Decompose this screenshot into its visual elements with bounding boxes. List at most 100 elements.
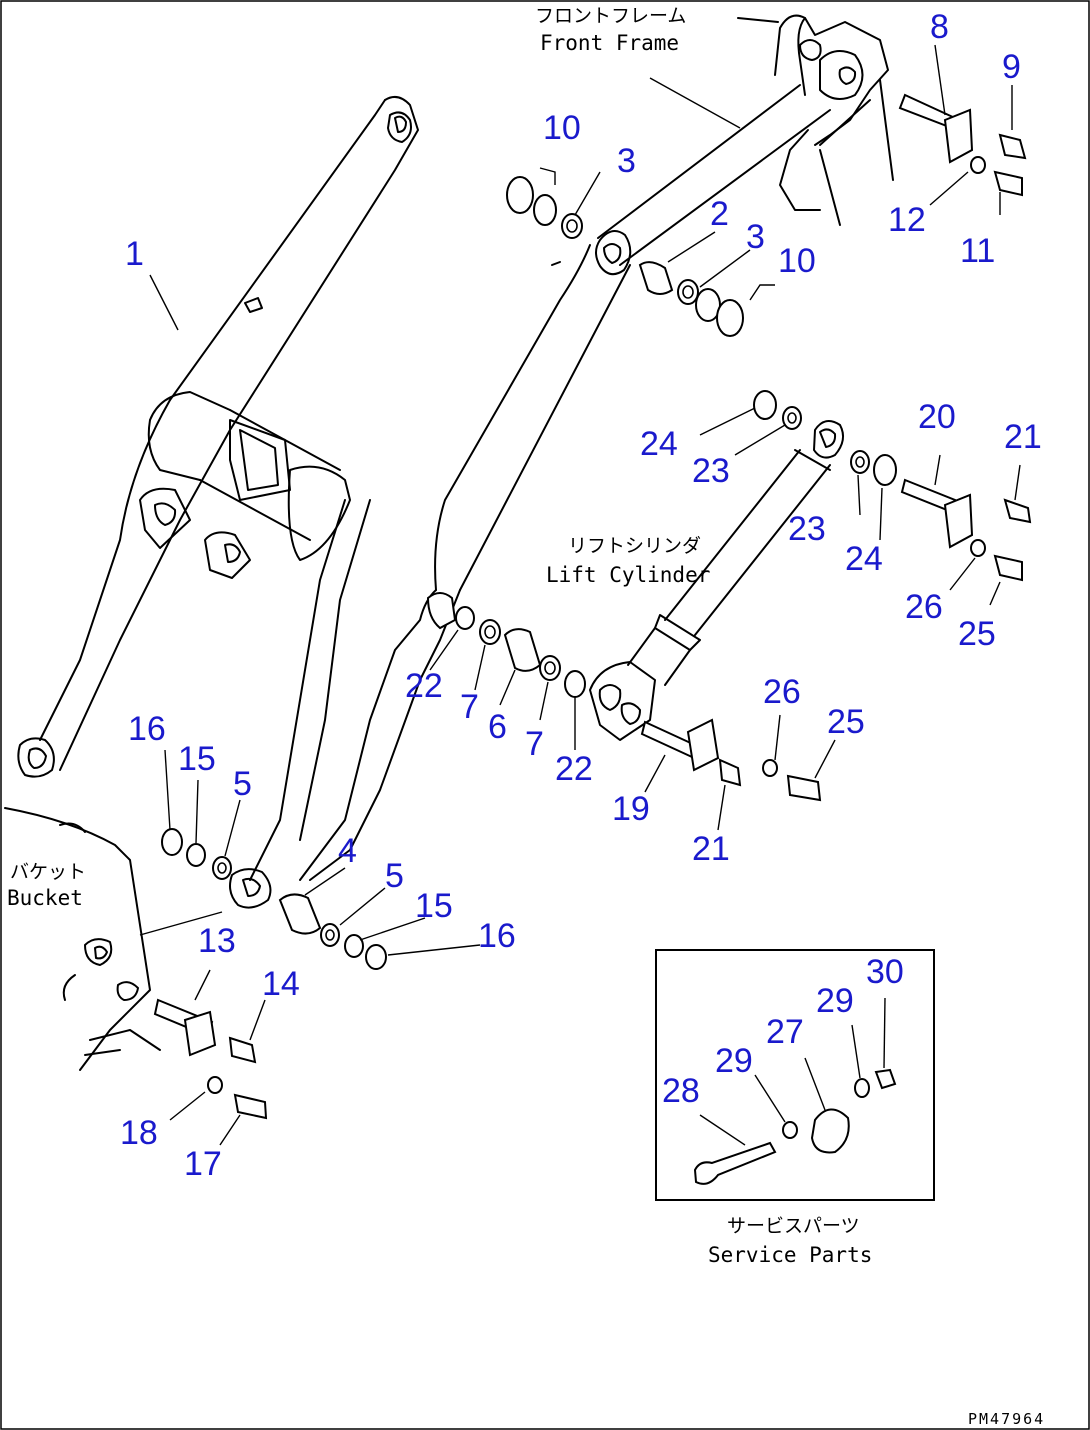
- part-26-washer-b: [762, 759, 778, 777]
- part-29-washer-b: [854, 1078, 870, 1098]
- part-3-seal-a: [561, 213, 583, 239]
- part-5-seal-b: [320, 923, 340, 947]
- part-23-seal-b-inner: [855, 456, 865, 468]
- part-7-seal-b-inner: [544, 661, 556, 675]
- lift-cylinder-label-en: Lift Cylinder: [546, 563, 710, 587]
- lift-cylinder-label-jp: リフトシリンダ: [568, 535, 701, 557]
- callout-3a: 3: [617, 142, 636, 180]
- part-11-bolt: [993, 170, 1023, 197]
- part-14-fitting: [228, 1036, 257, 1064]
- callout-8: 8: [930, 8, 949, 46]
- callout-16a: 16: [128, 710, 166, 748]
- part-23-seal-a: [782, 406, 802, 430]
- part-10-washer-b: [533, 194, 557, 226]
- callout-3b: 3: [746, 218, 765, 256]
- callout-26b: 26: [763, 673, 801, 711]
- part-8-pin-plate: [943, 108, 974, 164]
- callout-10a: 10: [543, 109, 581, 147]
- callout-20: 20: [918, 398, 956, 436]
- drawing-code: PM47964: [968, 1410, 1045, 1428]
- callout-5a: 5: [233, 765, 252, 803]
- part-12-washer: [970, 156, 986, 174]
- callout-15a: 15: [178, 740, 216, 778]
- part-23-seal-b: [850, 450, 870, 474]
- boom-end-boss: [426, 592, 457, 630]
- part-22-washer-a: [455, 606, 475, 630]
- callout-9: 9: [1002, 48, 1021, 86]
- front-frame-label-en: Front Frame: [540, 31, 679, 55]
- service-parts-label-en: Service Parts: [708, 1243, 872, 1267]
- callout-7b: 7: [525, 725, 544, 763]
- part-15-washer-b: [344, 934, 364, 958]
- callout-16b: 16: [478, 917, 516, 955]
- part-10-washer-d: [716, 299, 744, 337]
- callout-21b: 21: [692, 830, 730, 868]
- part-10-washer-a: [506, 176, 534, 214]
- part-19-pin: [640, 720, 697, 759]
- callout-14: 14: [262, 965, 300, 1003]
- part-13-pin-plate: [183, 1010, 217, 1057]
- part-7-seal-b: [539, 655, 561, 681]
- part-16-ring-b: [365, 944, 387, 970]
- bucket-label-jp: バケット: [10, 861, 86, 883]
- part-20-pin-plate: [943, 493, 974, 549]
- part-15-washer-a: [186, 843, 206, 867]
- part-18-washer: [207, 1076, 223, 1094]
- part-25-bolt-b: [786, 774, 822, 802]
- leader-lines: [139, 44, 1021, 1146]
- callout-29a: 29: [715, 1042, 753, 1080]
- part-5-seal-a: [212, 856, 232, 880]
- callout-5b: 5: [385, 857, 404, 895]
- boom-arm: [434, 84, 831, 591]
- cross-tube: [139, 391, 351, 579]
- callout-17: 17: [184, 1145, 222, 1183]
- front-frame: [737, 14, 894, 226]
- part-3-seal-a-inner: [566, 219, 578, 233]
- callout-25b: 25: [827, 703, 865, 741]
- service-parts-label-jp: サービスパーツ: [727, 1215, 860, 1237]
- callout-23b: 23: [788, 510, 826, 548]
- callout-21a: 21: [1004, 418, 1042, 456]
- callout-13: 13: [198, 922, 236, 960]
- lower-link: [229, 499, 461, 909]
- callout-18: 18: [120, 1114, 158, 1152]
- front-frame-leader: [649, 77, 741, 129]
- callout-24b: 24: [845, 540, 883, 578]
- callout-29b: 29: [816, 982, 854, 1020]
- callout-24a: 24: [640, 425, 678, 463]
- callout-10b: 10: [778, 242, 816, 280]
- part-24-washer-b: [873, 454, 897, 486]
- part-6-bushing: [503, 628, 542, 672]
- callout-23a: 23: [692, 452, 730, 490]
- part-27-plate: [810, 1108, 850, 1154]
- callouts: 1 2 3 3 4 5 5 6 7 7 8 9 10 10 11 12 13 1…: [120, 8, 1042, 1183]
- callout-22b: 22: [555, 750, 593, 788]
- callout-4: 4: [338, 832, 357, 870]
- part-17-bolt: [233, 1093, 268, 1120]
- callout-11: 11: [960, 232, 995, 270]
- bell-crank-link: [17, 95, 419, 778]
- part-26-washer-a: [970, 539, 986, 557]
- part-9-fitting: [998, 133, 1027, 160]
- part-4-bushing: [278, 893, 322, 935]
- part-22-washer-b: [564, 670, 586, 698]
- callout-27: 27: [766, 1013, 804, 1051]
- service-parts-box: [655, 949, 935, 1201]
- front-frame-label-jp: フロントフレーム: [535, 5, 686, 27]
- part-25-bolt-a: [993, 554, 1023, 582]
- callout-19: 19: [612, 790, 650, 828]
- callout-6: 6: [488, 708, 507, 746]
- lift-cylinder: [589, 420, 845, 741]
- callout-26a: 26: [905, 588, 943, 626]
- part-7-seal-a-inner: [484, 625, 496, 639]
- part-21-fitting-a: [1003, 498, 1032, 524]
- bucket: [4, 807, 161, 1071]
- grease-fitting: [551, 261, 561, 266]
- part-16-ring-a: [161, 828, 183, 856]
- part-3-seal-b: [677, 279, 699, 305]
- callout-25a: 25: [958, 615, 996, 653]
- part-2-bushing: [638, 261, 674, 295]
- part-5-seal-a-inner: [217, 862, 227, 874]
